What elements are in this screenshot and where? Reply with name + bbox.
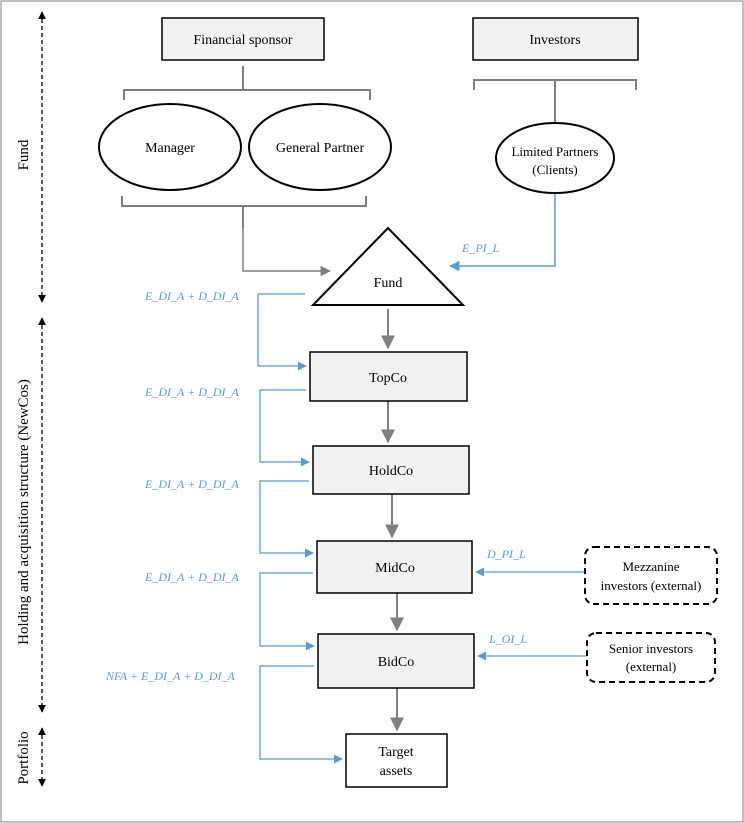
senior-label-2: (external) — [626, 659, 677, 674]
mezzanine-label-2: investors (external) — [601, 578, 702, 593]
flow-topco-holdco: E_DI_A + D_DI_A — [144, 385, 240, 399]
manager-label: Manager — [145, 141, 195, 156]
flow-bidco-target: NFA + E_DI_A + D_DI_A — [105, 669, 236, 683]
investors-box — [472, 17, 639, 61]
target-label-1: Target — [378, 745, 413, 760]
bidco-label: BidCo — [378, 655, 415, 670]
flow-l-oi-l: L_OI_L — [488, 632, 527, 646]
mezzanine-investors-box — [584, 546, 718, 605]
general-partner-ellipse — [248, 103, 392, 191]
flow-d-pi-l: D_PI_L — [486, 547, 526, 561]
fund-label: Fund — [374, 276, 403, 291]
sponsor-to-fund-arrow — [242, 228, 332, 277]
sponsor-brace — [123, 66, 371, 100]
manager-ellipse — [98, 103, 242, 191]
investors-label: Investors — [529, 33, 580, 48]
section-label-holding: Holding and acquisition structure (NewCo… — [16, 379, 32, 645]
topco-label: TopCo — [369, 371, 407, 386]
lp-to-fund-arrow — [448, 194, 556, 272]
bidco-box — [317, 633, 475, 689]
holdco-to-midco-flow — [259, 480, 314, 558]
holdco-label: HoldCo — [369, 464, 413, 479]
financial-sponsor-box — [161, 17, 325, 61]
topco-box — [309, 351, 468, 402]
midco-box — [316, 540, 473, 594]
manager-gp-brace — [121, 196, 367, 228]
fund-to-topco-flow — [257, 293, 307, 371]
midco-to-bidco-flow — [259, 572, 315, 651]
limited-partners-label-1: Limited Partners — [511, 144, 598, 159]
bidco-to-target-flow — [259, 665, 343, 764]
financial-sponsor-label: Financial sponsor — [193, 33, 292, 48]
flow-fund-topco: E_DI_A + D_DI_A — [144, 289, 240, 303]
target-assets-box — [345, 733, 448, 788]
flow-midco-bidco: E_DI_A + D_DI_A — [144, 570, 240, 584]
section-label-portfolio: Portfolio — [16, 731, 32, 784]
fund-triangle — [310, 226, 466, 306]
limited-partners-ellipse — [495, 122, 615, 194]
investors-brace — [473, 79, 637, 124]
target-label-2: assets — [380, 764, 413, 779]
flow-e-pi-l: E_PI_L — [461, 241, 500, 255]
senior-investors-box — [586, 632, 716, 683]
general-partner-label: General Partner — [276, 141, 365, 156]
senior-label-1: Senior investors — [609, 641, 693, 656]
mezzanine-label-1: Mezzanine — [622, 559, 679, 574]
flow-holdco-midco: E_DI_A + D_DI_A — [144, 477, 240, 491]
midco-label: MidCo — [375, 561, 415, 576]
limited-partners-label-2: (Clients) — [532, 162, 578, 177]
topco-to-holdco-flow — [259, 389, 310, 467]
holdco-box — [312, 445, 470, 495]
section-label-fund: Fund — [16, 139, 32, 170]
